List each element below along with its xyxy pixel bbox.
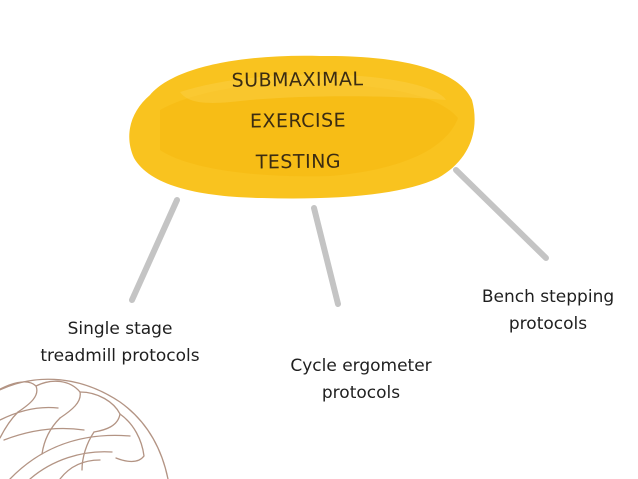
- connector-bench: [453, 167, 549, 261]
- center-title-line-3: TESTING: [255, 150, 342, 174]
- center-title-line-2: EXERCISE: [249, 109, 347, 133]
- branch-single-stage-line-2: treadmill protocols: [40, 346, 200, 366]
- branch-single-stage-treadmill: Single stage treadmill protocols: [20, 316, 220, 370]
- branch-cycle-line-1: Cycle ergometer: [290, 356, 432, 376]
- branch-single-stage-line-1: Single stage: [67, 319, 173, 339]
- center-title-line-1: SUBMAXIMAL: [231, 68, 364, 92]
- branch-bench-line-2: protocols: [508, 314, 588, 334]
- connector-cycle: [311, 205, 341, 307]
- branch-bench-line-1: Bench stepping: [481, 287, 615, 307]
- connector-lines: [129, 167, 549, 307]
- center-blob: [129, 55, 475, 199]
- branch-cycle-line-2: protocols: [321, 383, 401, 403]
- monstera-leaf-icon: [0, 378, 169, 479]
- center-title: SUBMAXIMAL EXERCISE TESTING: [212, 59, 383, 184]
- branch-cycle-ergometer: Cycle ergometer protocols: [266, 353, 456, 407]
- connector-single-stage: [129, 197, 180, 303]
- branch-bench-stepping: Bench stepping protocols: [468, 284, 628, 338]
